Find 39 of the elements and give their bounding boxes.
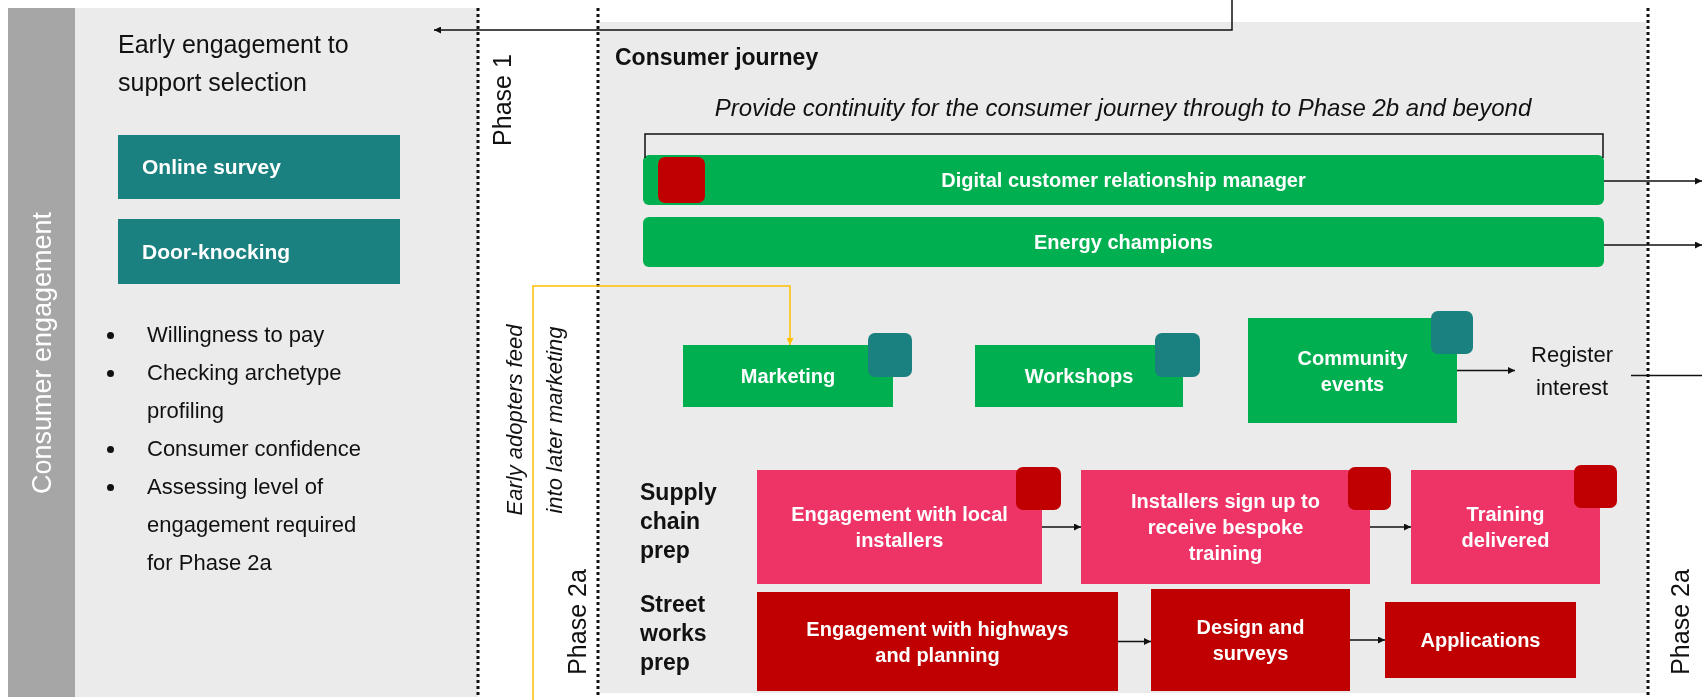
panel-title: Consumer journey: [615, 44, 819, 71]
bullet-text: Checking archetype profiling: [147, 359, 343, 425]
row-label: Street works prep: [640, 590, 708, 677]
bullet-text: Consumer confidence: [147, 435, 362, 463]
activity-box: Design and surveys: [1151, 589, 1350, 691]
activity-box: Engagement with local installers: [757, 470, 1042, 584]
arrow: [1456, 367, 1516, 374]
row-label: Supply chain prep: [640, 478, 718, 565]
journey-panel: [600, 22, 1646, 693]
activity-box: Digital customer relationship manager: [643, 155, 1604, 205]
phase-label: Phase 1: [487, 53, 517, 148]
phase-label: Phase 2a: [1665, 568, 1695, 677]
activity-box: Workshops: [975, 345, 1183, 407]
activity-box: Applications: [1385, 602, 1576, 678]
panel-subtitle: Provide continuity for the consumer journey through to Phase 2b and beyond: [713, 94, 1533, 122]
arrow: [1041, 523, 1082, 531]
bullet-text: Assessing level of engagement required for Phase 2a: [147, 473, 358, 577]
arrow: [1603, 241, 1702, 249]
arrow: [1603, 177, 1702, 185]
activity-box: Training delivered: [1411, 470, 1600, 584]
arrow: [433, 0, 1233, 34]
method-box: Door-knocking: [118, 219, 400, 284]
method-box: Online survey: [118, 135, 400, 199]
section-heading: Early engagement to support selection: [118, 29, 350, 98]
activity-box: Community events: [1248, 318, 1457, 423]
step-text: Register interest: [1530, 341, 1614, 402]
activity-box: Marketing: [683, 345, 893, 407]
side-band: [8, 8, 75, 697]
arrow: [532, 285, 794, 700]
band-title: Consumer engagement: [26, 210, 57, 496]
activity-box: Energy champions: [643, 217, 1604, 267]
activity-box: Engagement with highways and planning: [757, 592, 1118, 691]
arrow: [1349, 636, 1386, 644]
activity-box: Installers sign up to receive bespoke training: [1081, 470, 1370, 584]
bullet-text: Willingness to pay: [147, 321, 326, 349]
note-text: Early adopters feed into later marketing: [501, 323, 568, 518]
phase-label: Phase 2a: [562, 568, 592, 677]
arrow: [1369, 523, 1412, 531]
arrow: [1117, 638, 1152, 645]
